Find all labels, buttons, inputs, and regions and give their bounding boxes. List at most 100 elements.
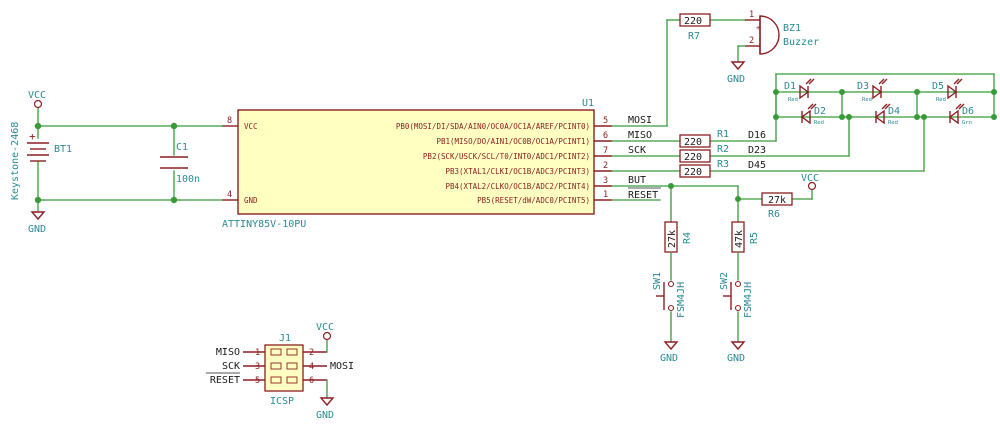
- led-d6[interactable]: D6 Grn: [948, 103, 974, 126]
- bz1-plus-sign: +: [756, 24, 760, 32]
- j1-pin4-num: 4: [309, 362, 314, 372]
- switch-sw2[interactable]: SW2 FSM4JH: [719, 272, 754, 318]
- u1-pin-pb2-name: PB2(SCK/USCK/SCL/T0/INT0/ADC1/PCINT2): [423, 152, 590, 161]
- gnd-symbol-sw1: GND: [660, 341, 679, 364]
- vcc-label-battery: VCC: [28, 90, 46, 101]
- net-pb3: D45: [611, 116, 925, 172]
- bz1-ref: BZ1: [783, 23, 801, 34]
- net-label-d45: D45: [748, 160, 766, 171]
- d6-ref: D6: [962, 106, 974, 117]
- d2-value: Red: [814, 120, 824, 126]
- led-matrix-wiring: [773, 73, 997, 120]
- capacitor-value: 100n: [176, 174, 200, 185]
- u1-pin-pb1-name: PB1(MISO/DO/AIN1/OC0B/OC1A/PCINT1): [436, 137, 590, 146]
- vcc-symbol-icsp: VCC: [316, 322, 334, 341]
- net-mosi: MOSI: [611, 19, 746, 127]
- battery-bt1[interactable]: + BT1 Keystone-2468: [10, 122, 72, 200]
- led-d2[interactable]: D2 Red: [800, 103, 826, 126]
- j1-ref: J1: [279, 333, 291, 344]
- d4-value: Red: [888, 120, 898, 126]
- r7-value: 220: [684, 16, 702, 27]
- resistor-r4[interactable]: 27k R4: [664, 221, 693, 253]
- u1-pin-5-num: 5: [603, 116, 608, 126]
- u1-attiny85[interactable]: U1 ATTINY85V-10PU VCC GND 8 4 PB0(MOSI/D…: [222, 98, 612, 230]
- net-r6-r5: [735, 189, 813, 223]
- r1-ref: R1: [717, 129, 729, 140]
- icsp-label-miso: MISO: [216, 347, 240, 358]
- icsp-label-sck: SCK: [222, 361, 240, 372]
- capacitor-c1[interactable]: C1 100n: [160, 142, 200, 185]
- d3-value: Red: [862, 97, 872, 103]
- u1-pin-vcc-name: VCC: [244, 122, 258, 131]
- r5-ref: R5: [749, 232, 760, 244]
- net-label-mosi: MOSI: [628, 115, 652, 126]
- gnd-label-buzzer: GND: [727, 74, 745, 85]
- net-sck: SCK D23: [611, 116, 850, 157]
- net-label-but: BUT: [628, 175, 646, 186]
- resistor-r7[interactable]: 220 R7: [679, 13, 711, 42]
- u1-pin-8-num: 8: [227, 116, 232, 126]
- gnd-symbol-battery: GND: [28, 211, 46, 235]
- r6-value: 27k: [768, 195, 786, 206]
- u1-pin-pb5-name: PB5(RESET/dW/ADC0/PCINT5): [477, 196, 590, 205]
- led-d4[interactable]: D4 Red: [874, 103, 900, 126]
- r3-ref: R3: [717, 159, 729, 170]
- gnd-label-battery: GND: [28, 224, 46, 235]
- r1-value: 220: [684, 137, 702, 148]
- led-d1[interactable]: D1 Red: [784, 78, 815, 103]
- net-label-miso: MISO: [628, 130, 652, 141]
- led-d3[interactable]: D3 Red: [857, 78, 888, 103]
- resistor-r2[interactable]: 220 R2: [679, 144, 729, 163]
- d1-value: Red: [788, 97, 798, 103]
- net-reset: RESET: [611, 187, 661, 201]
- sw2-ref: SW2: [719, 272, 730, 290]
- switch-sw1[interactable]: SW1 FSM4JH: [652, 272, 687, 318]
- u1-pin-pb3-name: PB3(XTAL1/CLKI/OC1B/ADC3/PCINT3): [446, 167, 591, 176]
- j1-pin1-num: 1: [255, 348, 260, 358]
- d3-ref: D3: [857, 81, 869, 92]
- gnd-symbol-sw2: GND: [727, 341, 746, 364]
- battery-value: Keystone-2468: [10, 122, 21, 200]
- d5-value: Red: [936, 97, 946, 103]
- d6-value: Grn: [962, 120, 972, 126]
- sw1-ref: SW1: [652, 272, 663, 290]
- u1-pin-4-num: 4: [227, 190, 232, 200]
- resistor-r1[interactable]: 220 R1: [679, 129, 729, 148]
- r2-ref: R2: [717, 144, 729, 155]
- buzzer-bz1[interactable]: 1 2 + BZ1 Buzzer: [745, 10, 819, 55]
- r4-value: 27k: [667, 230, 678, 248]
- d4-ref: D4: [888, 106, 900, 117]
- j1-pin2-num: 2: [309, 348, 314, 358]
- sw1-value: FSM4JH: [676, 282, 687, 318]
- resistor-r6[interactable]: 27k R6: [761, 192, 793, 220]
- led-d5[interactable]: D5 Red: [932, 78, 963, 103]
- bz1-value: Buzzer: [783, 37, 819, 48]
- icsp-label-reset: RESET: [210, 375, 240, 386]
- u1-pin-pb4-name: PB4(XTAL2/CLKO/OC1B/ADC2/PCINT4): [446, 182, 591, 191]
- battery-ref: BT1: [54, 144, 72, 155]
- gnd-symbol-buzzer: GND: [727, 45, 746, 85]
- j1-pin5-num: 5: [255, 376, 260, 386]
- gnd-symbol-icsp: GND: [316, 397, 335, 421]
- icsp-label-mosi: MOSI: [330, 361, 354, 372]
- j1-value: ICSP: [270, 396, 294, 407]
- r6-ref: R6: [768, 209, 780, 220]
- sw2-value: FSM4JH: [743, 282, 754, 318]
- u1-pin-2-num: 2: [603, 161, 608, 171]
- vcc-symbol-battery: VCC: [28, 90, 46, 109]
- r3-value: 220: [684, 167, 702, 178]
- u1-ref: U1: [582, 98, 594, 109]
- u1-pin-3-num: 3: [603, 176, 608, 186]
- j1-pin6-num: 6: [309, 376, 314, 386]
- capacitor-ref: C1: [176, 142, 188, 153]
- gnd-label-sw2: GND: [727, 353, 745, 364]
- icsp-header-j1[interactable]: 1 2 3 4 5 6 J1 ICSP: [243, 333, 327, 407]
- vcc-label-icsp: VCC: [316, 322, 334, 333]
- net-label-sck: SCK: [628, 145, 646, 156]
- resistor-r5[interactable]: 47k R5: [731, 221, 760, 253]
- r2-value: 220: [684, 152, 702, 163]
- resistor-r3[interactable]: 220 R3: [679, 159, 729, 178]
- net-but: BUT: [611, 175, 739, 223]
- gnd-label-icsp: GND: [316, 410, 334, 421]
